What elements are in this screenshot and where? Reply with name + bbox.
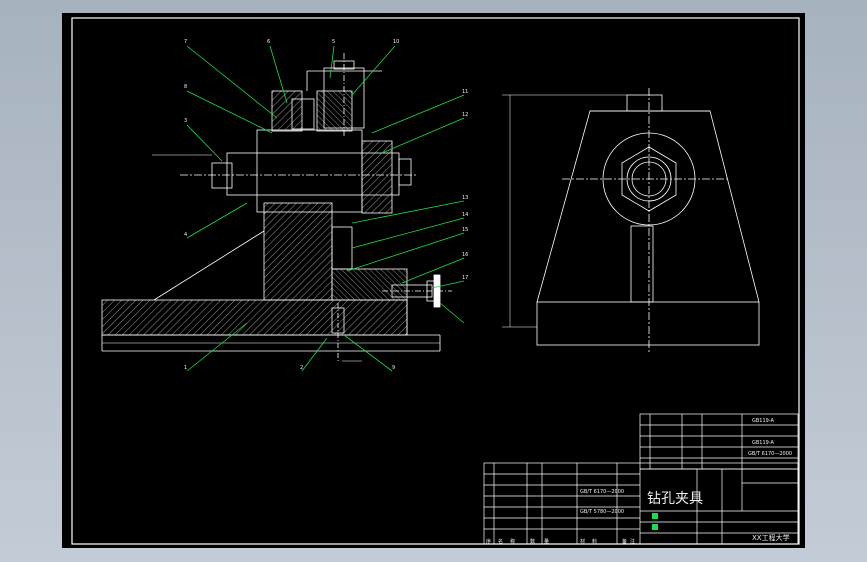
- balloon-label: 12: [462, 112, 468, 118]
- school-name: XX工程大学: [752, 533, 790, 542]
- upright-column: [263, 202, 333, 301]
- balloon-label: 6: [267, 39, 270, 45]
- parts-row-5: GB/T 6170—2000: [748, 451, 792, 457]
- bottom-label-row: 序名称 数 量 材料 备注: [486, 538, 635, 545]
- balloon-label: 5: [332, 39, 335, 45]
- title-block-label: 材: [580, 538, 585, 545]
- title-block-label: 数: [530, 538, 535, 545]
- parts-row-2: GB/T 5780—2000: [580, 509, 624, 515]
- title-block-label: 料: [592, 538, 597, 545]
- parts-row-4: GB119-A: [752, 440, 775, 446]
- balloon-label: 11: [462, 89, 468, 95]
- clamp-housing: [256, 129, 363, 213]
- title-block-label: 注: [630, 538, 635, 545]
- balloon-label: 9: [392, 365, 395, 371]
- balloon-label: 17: [462, 275, 468, 281]
- side-body: [536, 110, 760, 303]
- parts-row-3: GB119-A: [752, 418, 775, 424]
- base-plate: [101, 299, 408, 336]
- title-block-label: 量: [544, 538, 549, 545]
- support-rib-edge: [153, 230, 265, 301]
- support-block: [331, 268, 408, 301]
- title-block-label: 称: [510, 538, 515, 545]
- balloon-label: 8: [184, 84, 187, 90]
- balloon-label: 3: [184, 118, 187, 124]
- balloon-label: 15: [462, 227, 468, 233]
- side-base: [536, 301, 760, 346]
- balloon-label: 7: [184, 39, 187, 45]
- balloon-label: 10: [393, 39, 399, 45]
- fixture-title: 钻孔夹具: [647, 491, 703, 507]
- drawing-frame: [71, 17, 800, 545]
- parts-row-1: GB/T 6170—2000: [580, 489, 624, 495]
- balloon-label: 14: [462, 212, 468, 218]
- balloon-label: 1: [184, 365, 187, 371]
- side-view: [502, 88, 760, 353]
- section-view: [101, 53, 452, 363]
- balloon-label: 13: [462, 195, 468, 201]
- balloon-label: 2: [300, 365, 303, 371]
- balloon-label: 16: [462, 252, 468, 258]
- leader-lines: [186, 45, 465, 372]
- parts-list-upper: [639, 413, 799, 470]
- title-block: [483, 462, 799, 545]
- side-slot: [630, 225, 654, 303]
- title-block-label: 序: [486, 538, 491, 545]
- balloon-label: 4: [184, 232, 187, 238]
- title-block-label: 备: [622, 538, 627, 545]
- title-block-label: 名: [498, 538, 503, 545]
